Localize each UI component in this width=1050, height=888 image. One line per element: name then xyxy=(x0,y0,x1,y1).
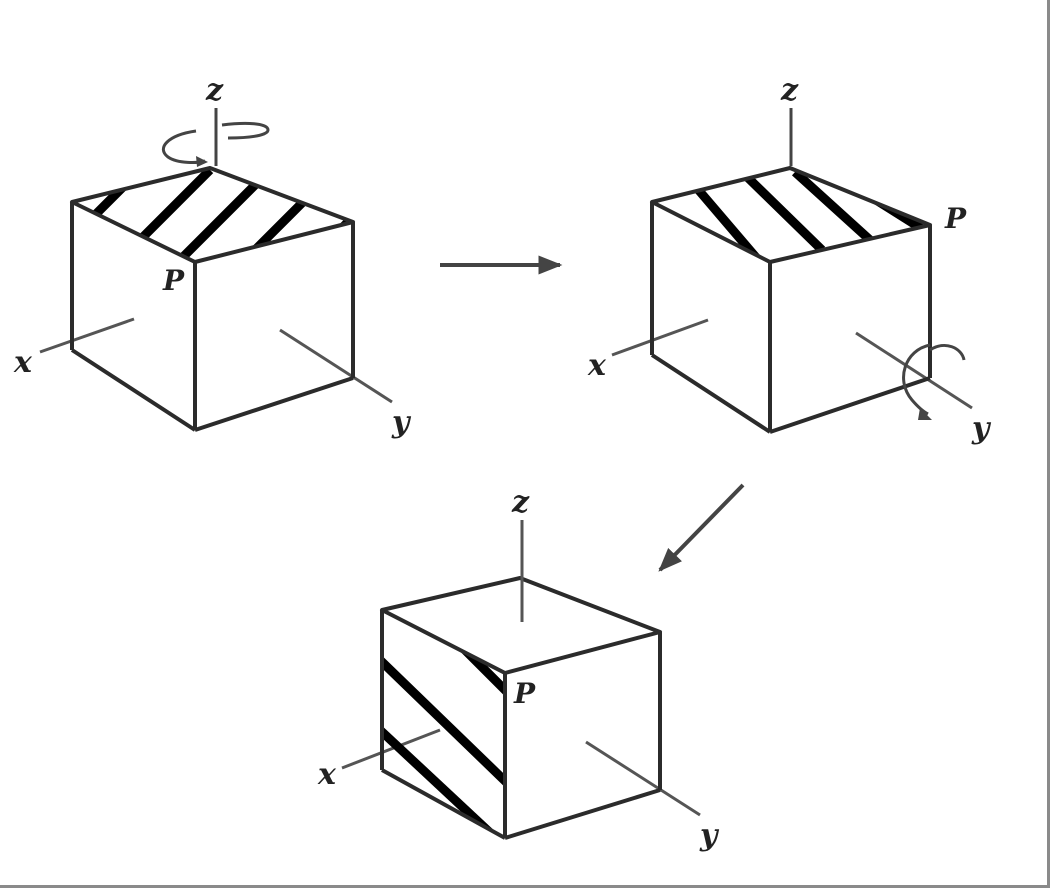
point-p-label: P xyxy=(944,202,967,235)
y-axis xyxy=(585,740,701,817)
rotation-arrow-icon xyxy=(161,121,270,164)
x-axis xyxy=(611,318,709,357)
rotation-arrow-icon xyxy=(902,343,966,416)
y-axis-label: y xyxy=(699,818,720,853)
cube-3: z P x y xyxy=(317,485,720,853)
x-axis-label: x xyxy=(587,348,607,383)
x-axis xyxy=(39,317,135,354)
cube-edges xyxy=(380,576,662,840)
x-axis xyxy=(341,728,441,770)
x-axis-label: x xyxy=(317,757,337,792)
cube-edges xyxy=(70,166,355,432)
y-axis xyxy=(279,328,393,404)
arrow-down-left-icon xyxy=(658,483,745,572)
y-axis-label: y xyxy=(971,411,992,446)
z-axis-label: z xyxy=(205,73,224,108)
y-axis xyxy=(855,331,973,410)
point-p-label: P xyxy=(162,264,185,297)
x-axis-label: x xyxy=(13,345,33,380)
left-face-stripes xyxy=(382,610,505,838)
z-axis-label: z xyxy=(511,485,530,520)
point-p-label: P xyxy=(513,677,536,710)
z-axis-label: z xyxy=(780,73,799,108)
cube-1: z P x y xyxy=(13,73,412,440)
cube-2: z P x y xyxy=(587,73,992,446)
cube-edges xyxy=(650,166,932,434)
y-axis-label: y xyxy=(391,405,412,440)
